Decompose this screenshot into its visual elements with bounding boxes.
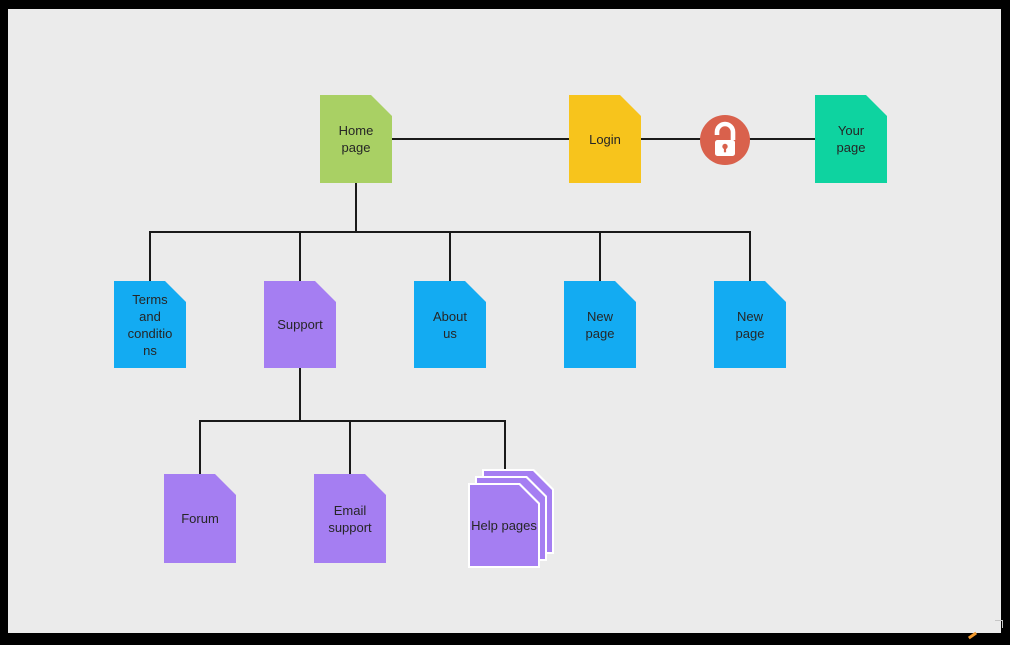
connector-drop-newpage2 [749,231,751,283]
node-label: New page [585,308,615,341]
node-about-us[interactable]: About us [414,281,486,368]
node-label: Home page [338,123,374,155]
node-your-page[interactable]: Your page [815,95,887,183]
node-label: About us [433,308,467,341]
node-label: Terms and conditions [127,291,173,358]
node-label: Login [589,131,621,147]
watermark-fragment [995,620,1003,628]
node-label: Forum [181,511,219,526]
node-label: Help pages [471,518,537,533]
node-new-page-1[interactable]: New page [564,281,636,368]
node-forum[interactable]: Forum [164,474,236,563]
connector-drop-terms [149,231,151,283]
connector-drop-about [449,231,451,283]
node-terms-and-conditions[interactable]: Terms and conditions [114,281,186,368]
stacked-page-front: Help pages [468,483,540,568]
node-label: Email support [328,502,372,535]
node-new-page-2[interactable]: New page [714,281,786,368]
node-email-support[interactable]: Email support [314,474,386,563]
connector-drop-newpage1 [599,231,601,283]
node-label: New page [735,308,765,341]
unlock-badge[interactable] [700,115,750,165]
connector-drop-support [299,231,301,283]
unlock-icon [700,115,750,165]
connector-home-stem [355,183,357,233]
node-label: Support [277,317,323,332]
node-home-page[interactable]: Home page [320,95,392,183]
connector-support-stem [299,368,301,422]
connector-level3-bus [199,420,506,422]
connector-drop-help [504,420,506,478]
node-label: Your page [836,123,866,155]
connector-drop-email [349,420,351,476]
node-support[interactable]: Support [264,281,336,368]
node-login[interactable]: Login [569,95,641,183]
connector-drop-forum [199,420,201,476]
node-help-pages[interactable]: Help pages [468,469,554,568]
